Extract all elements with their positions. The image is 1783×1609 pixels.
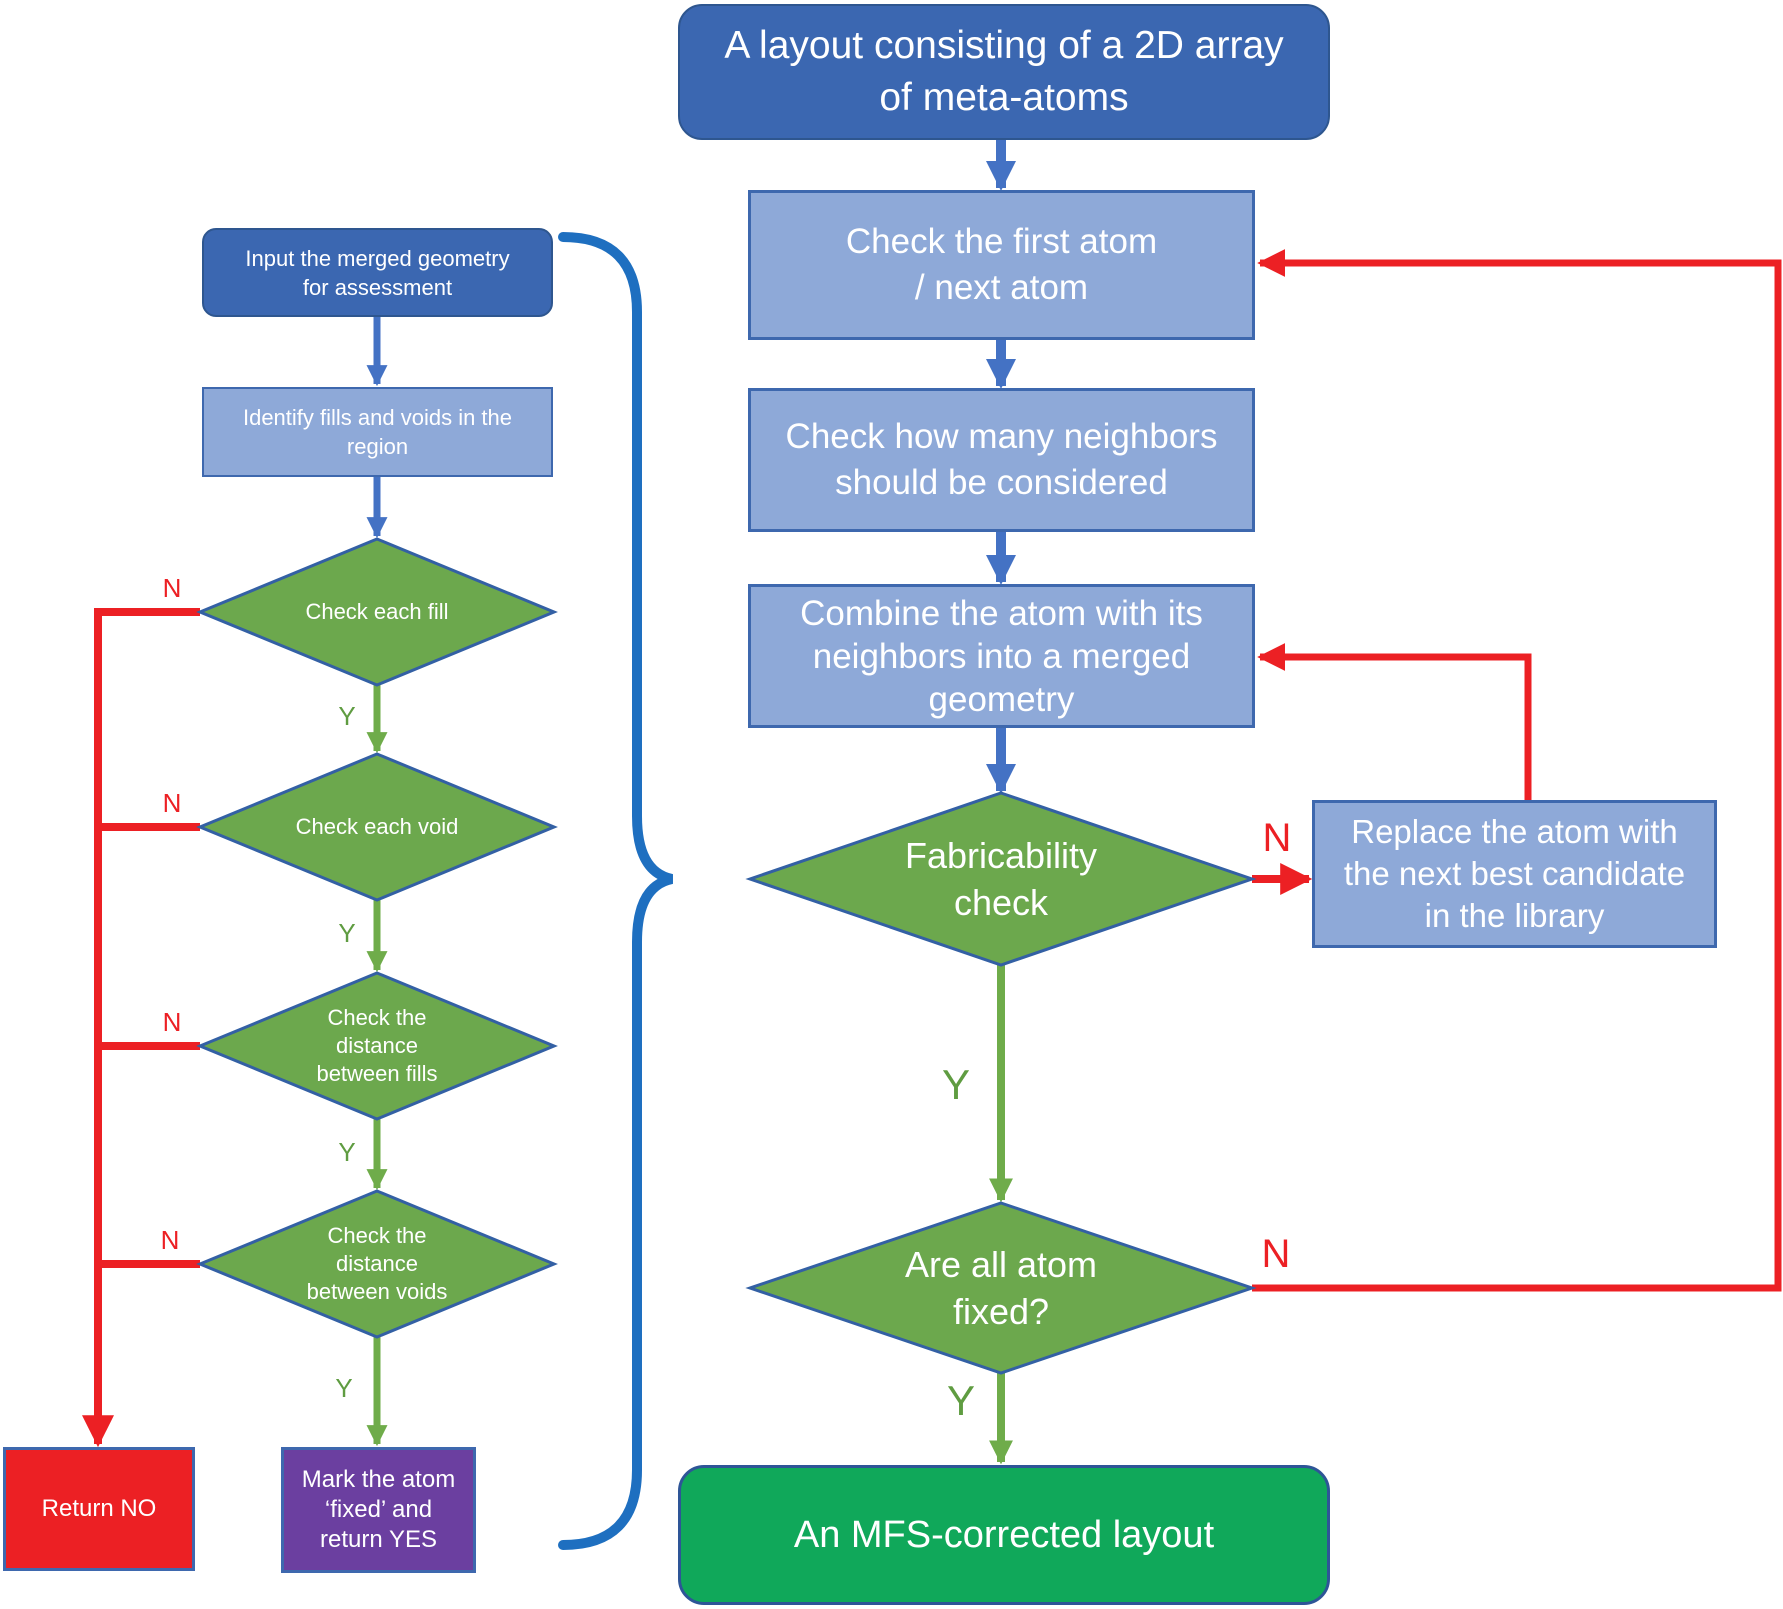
mark-fixed-node: Mark the atom ‘fixed’ and return YES [281, 1447, 476, 1573]
fabricability-label: Fabricability check [904, 835, 1098, 923]
loop-replace-to-combine [1257, 643, 1532, 800]
all-fixed-no-label: N [1261, 1231, 1291, 1276]
check-first-atom-node: Check the first atom / next atom [748, 190, 1255, 340]
distance-fills-no-label: N [162, 1006, 182, 1037]
input-node: Input the merged geometry for assessment [202, 228, 553, 317]
loop-all-fixed-no-to-check-first [1252, 249, 1782, 1292]
check-fill-diamond [196, 537, 558, 687]
check-fill-no-label: N [162, 572, 182, 603]
check-neighbors-node: Check how many neighbors should be consi… [748, 388, 1255, 532]
combine-node: Combine the atom with its neighbors into… [748, 584, 1255, 728]
distance-voids-no-label: N [160, 1224, 180, 1255]
all-fixed-yes-label: Y [946, 1377, 975, 1424]
fabricability-no-label: N [1262, 815, 1292, 860]
check-fill-label: Check each fill [305, 599, 449, 624]
identify-node: Identify fills and voids in the region [202, 387, 553, 477]
distance-voids-label: Check the distance between voids [306, 1223, 448, 1304]
distance-fills-diamond [196, 971, 558, 1121]
grouping-brace [558, 232, 674, 1550]
fabricability-diamond [745, 791, 1257, 967]
all-fixed-label: Are all atom fixed? [904, 1244, 1098, 1332]
return-no-node: Return NO [3, 1447, 195, 1571]
check-void-diamond [196, 752, 558, 902]
check-fill-yes-label: Y [338, 700, 356, 731]
end-node: An MFS-corrected layout [678, 1465, 1330, 1605]
replace-atom-node: Replace the atom with the next best cand… [1312, 800, 1717, 948]
fabricability-yes-label: Y [941, 1061, 970, 1108]
all-fixed-diamond [745, 1201, 1257, 1375]
no-rail-branches [98, 823, 200, 1268]
start-node: A layout consisting of a 2D array of met… [678, 4, 1330, 140]
distance-voids-yes-label: Y [335, 1372, 353, 1403]
distance-fills-yes-label: Y [338, 1136, 356, 1167]
distance-voids-diamond [196, 1189, 558, 1339]
check-void-no-label: N [162, 787, 182, 818]
check-void-label: Check each void [295, 814, 459, 839]
no-rail-to-return-no [82, 608, 200, 1448]
distance-fills-label: Check the distance between fills [316, 1005, 438, 1086]
check-void-yes-label: Y [338, 917, 356, 948]
